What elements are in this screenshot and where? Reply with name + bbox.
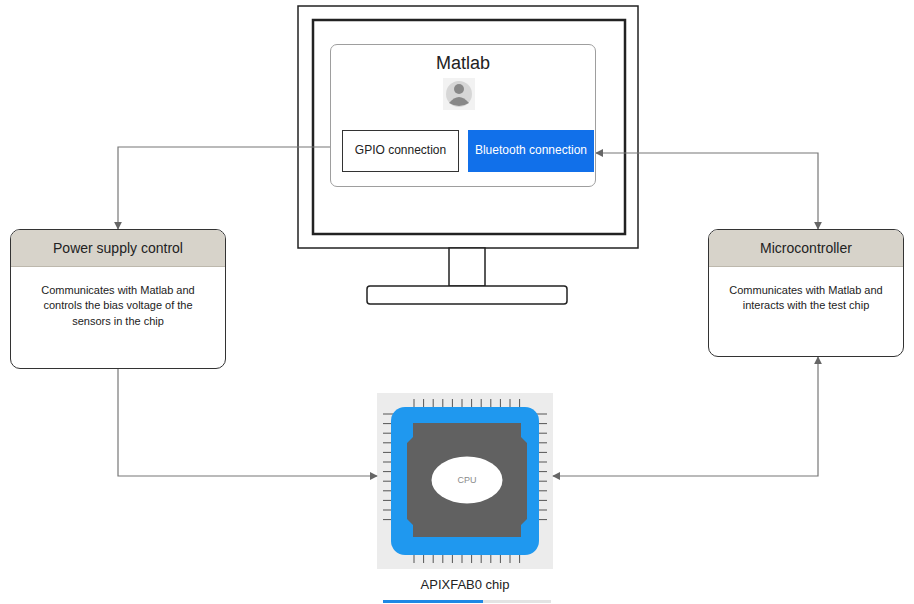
connector bbox=[118, 147, 330, 229]
chip-illustration bbox=[377, 393, 553, 603]
chip-node: APIXFAB0 chipCPU bbox=[377, 393, 553, 569]
component-card: MicrocontrollerCommunicates with Matlab … bbox=[708, 229, 904, 357]
avatar-head bbox=[454, 84, 464, 94]
avatar-icon bbox=[443, 78, 475, 110]
component-card: Power supply controlCommunicates with Ma… bbox=[10, 229, 226, 369]
card-description: Communicates with Matlab and interacts w… bbox=[709, 267, 903, 324]
monitor-screen bbox=[313, 20, 625, 234]
cpu-shape bbox=[432, 457, 503, 504]
node-label: GPIO connection bbox=[349, 143, 452, 159]
monitor-frame bbox=[298, 6, 638, 248]
option-button-active: Bluetooth connection bbox=[468, 130, 594, 172]
avatar-bg bbox=[443, 78, 475, 110]
chip-pins bbox=[383, 399, 547, 563]
avatar-body bbox=[449, 97, 469, 106]
connector bbox=[596, 153, 818, 229]
card-title: Microcontroller bbox=[709, 230, 903, 267]
connector bbox=[553, 357, 818, 476]
cpu-ellipse: CPU bbox=[431, 456, 503, 504]
chip-ground bbox=[377, 393, 553, 569]
node-label: CPU bbox=[431, 456, 503, 504]
card-description: Communicates with Matlab and controls th… bbox=[11, 267, 225, 339]
chip-label: APIXFAB0 chip bbox=[377, 577, 553, 592]
node-label: Bluetooth connection bbox=[469, 143, 593, 159]
avatar-circle bbox=[446, 81, 472, 107]
card-title: Power supply control bbox=[11, 230, 225, 267]
monitor bbox=[298, 6, 638, 304]
monitor-base bbox=[367, 286, 567, 304]
app-panel: MatlabGPIO connection Bluetooth connectio… bbox=[330, 44, 596, 187]
monitor-neck bbox=[449, 248, 485, 286]
chip-package bbox=[391, 407, 539, 555]
label-underline bbox=[383, 600, 483, 603]
label-underline-rest bbox=[483, 600, 551, 603]
node-label: Matlab bbox=[331, 45, 595, 74]
chip-die bbox=[407, 423, 527, 537]
connector bbox=[118, 369, 377, 476]
option-button: GPIO connection bbox=[342, 130, 459, 172]
